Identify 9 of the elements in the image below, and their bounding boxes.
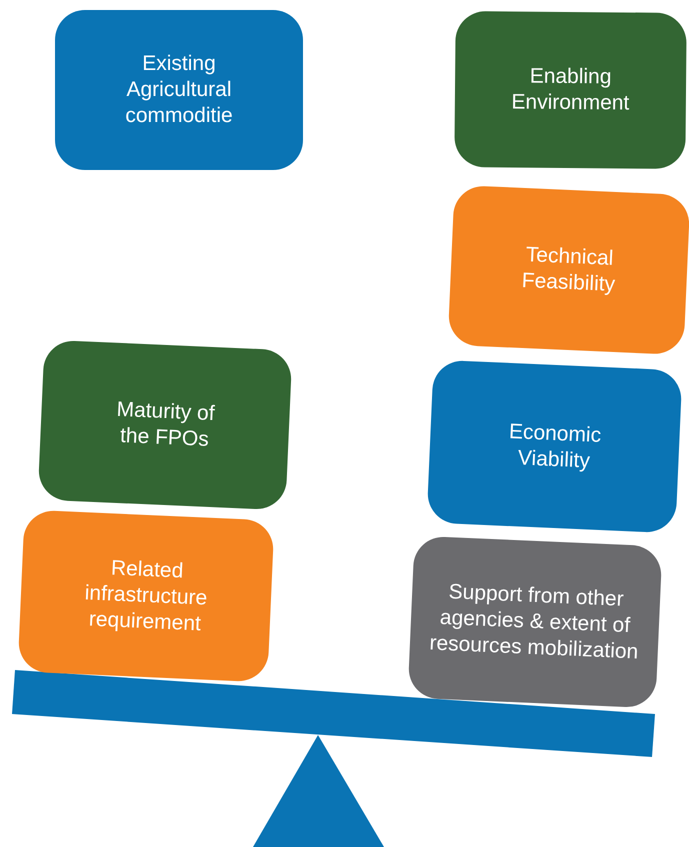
factor-label: Support from other agencies & extent of resources mobilization	[428, 579, 640, 666]
factor-box	[55, 10, 303, 170]
factor-label: Enabling Environment	[510, 64, 630, 117]
factor-label: Related infrastructure requirement	[83, 555, 209, 638]
factor-label: Existing Agricultural commoditie	[124, 51, 234, 129]
factor-label: Technical Feasibility	[520, 242, 617, 298]
factor-box	[454, 11, 687, 169]
factor-label: Maturity of the FPOs	[115, 396, 216, 453]
factor-label: Economic Viability	[508, 418, 603, 474]
